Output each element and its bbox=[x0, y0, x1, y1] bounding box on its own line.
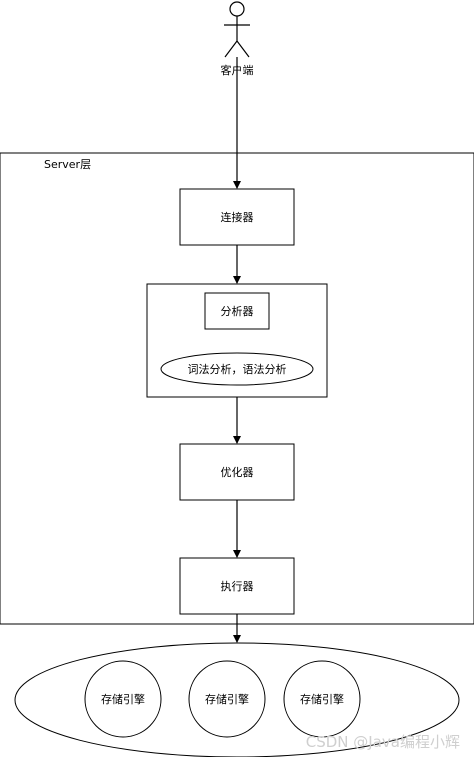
storage-engine-circle bbox=[188, 660, 266, 738]
storage-engine-label: 存储引擎 bbox=[205, 692, 249, 706]
storage-engine-circle bbox=[283, 660, 361, 738]
optimizer-box bbox=[179, 443, 295, 501]
connector-label: 连接器 bbox=[221, 211, 254, 224]
storage-engine-label: 存储引擎 bbox=[300, 692, 344, 706]
analyzer-box bbox=[204, 292, 270, 330]
storage-engine-label: 存储引擎 bbox=[101, 692, 145, 706]
executor-label: 执行器 bbox=[221, 579, 254, 593]
watermark-text: CSDN @Java编程小辉 bbox=[306, 733, 460, 751]
analysis-ellipse bbox=[160, 352, 314, 386]
storage-engine-circle bbox=[84, 660, 162, 738]
analyzer-label: 分析器 bbox=[221, 304, 254, 318]
analysis-desc-label: 词法分析，语法分析 bbox=[188, 362, 287, 376]
server-layer-label: Server层 bbox=[44, 158, 91, 171]
connector-box bbox=[179, 188, 295, 246]
optimizer-label: 优化器 bbox=[221, 465, 254, 479]
client-actor-icon bbox=[224, 1, 250, 58]
executor-box bbox=[179, 557, 295, 615]
